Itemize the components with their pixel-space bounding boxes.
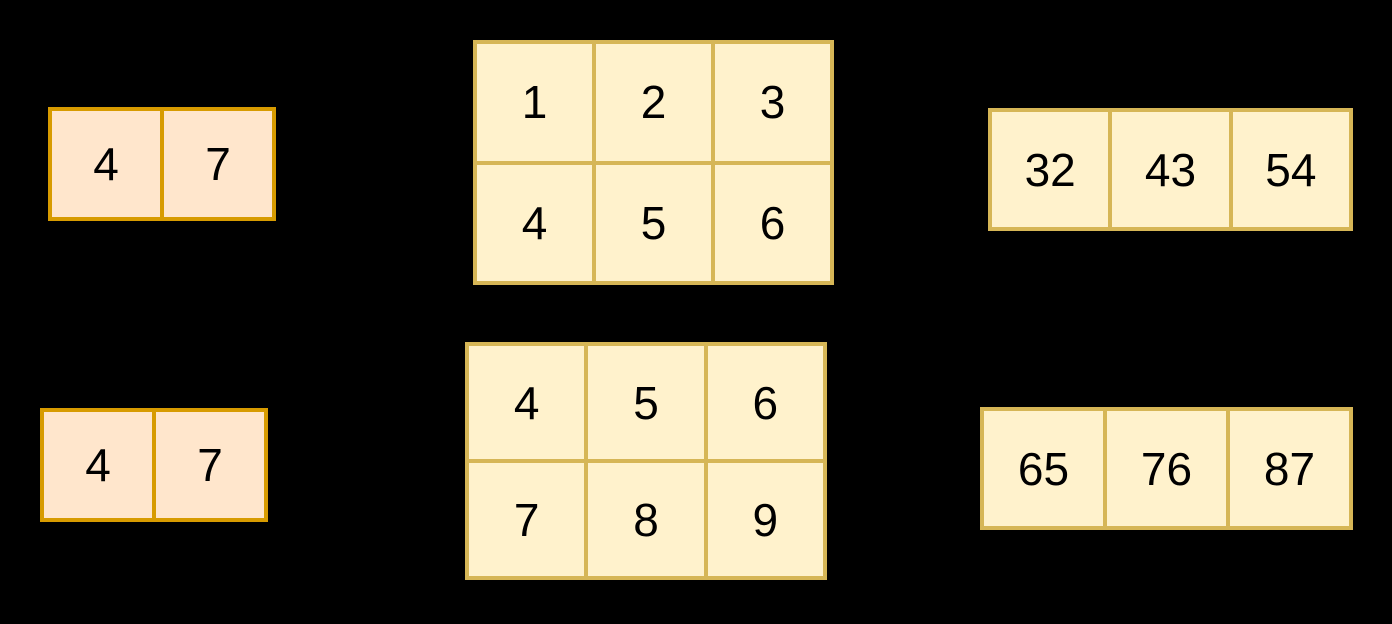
table-grid: 65 76 87: [984, 411, 1349, 526]
table-cell: 43: [1112, 112, 1229, 227]
table-grid: 4 7: [44, 412, 264, 518]
table-grid: 1 2 3 4 5 6: [477, 44, 830, 281]
table-cell: 4: [469, 346, 585, 459]
table-cell: 2: [596, 44, 711, 161]
table-cell: 54: [1232, 112, 1349, 227]
table-cell: 6: [715, 164, 830, 281]
table-cell: 32: [992, 112, 1109, 227]
table-cell: 7: [156, 412, 264, 518]
input-vector-table-bottom: 4 7: [40, 408, 268, 522]
table-cell: 87: [1230, 411, 1349, 526]
matrix-table-bottom: 4 5 6 7 8 9: [465, 342, 827, 580]
table-cell: 7: [164, 111, 272, 217]
matrix-table-top: 1 2 3 4 5 6: [473, 40, 834, 285]
input-vector-table-top: 4 7: [48, 107, 276, 221]
table-cell: 76: [1107, 411, 1226, 526]
table-grid: 4 7: [52, 111, 272, 217]
result-vector-table-top: 32 43 54: [988, 108, 1353, 231]
table-cell: 4: [477, 164, 592, 281]
table-cell: 8: [588, 463, 704, 576]
table-cell: 7: [469, 463, 585, 576]
table-grid: 32 43 54: [992, 112, 1349, 227]
table-cell: 9: [707, 463, 823, 576]
table-cell: 5: [588, 346, 704, 459]
table-cell: 4: [52, 111, 160, 217]
result-vector-table-bottom: 65 76 87: [980, 407, 1353, 530]
table-cell: 5: [596, 164, 711, 281]
table-grid: 4 5 6 7 8 9: [469, 346, 823, 576]
table-cell: 1: [477, 44, 592, 161]
table-cell: 6: [707, 346, 823, 459]
table-cell: 65: [984, 411, 1103, 526]
table-cell: 4: [44, 412, 152, 518]
table-cell: 3: [715, 44, 830, 161]
